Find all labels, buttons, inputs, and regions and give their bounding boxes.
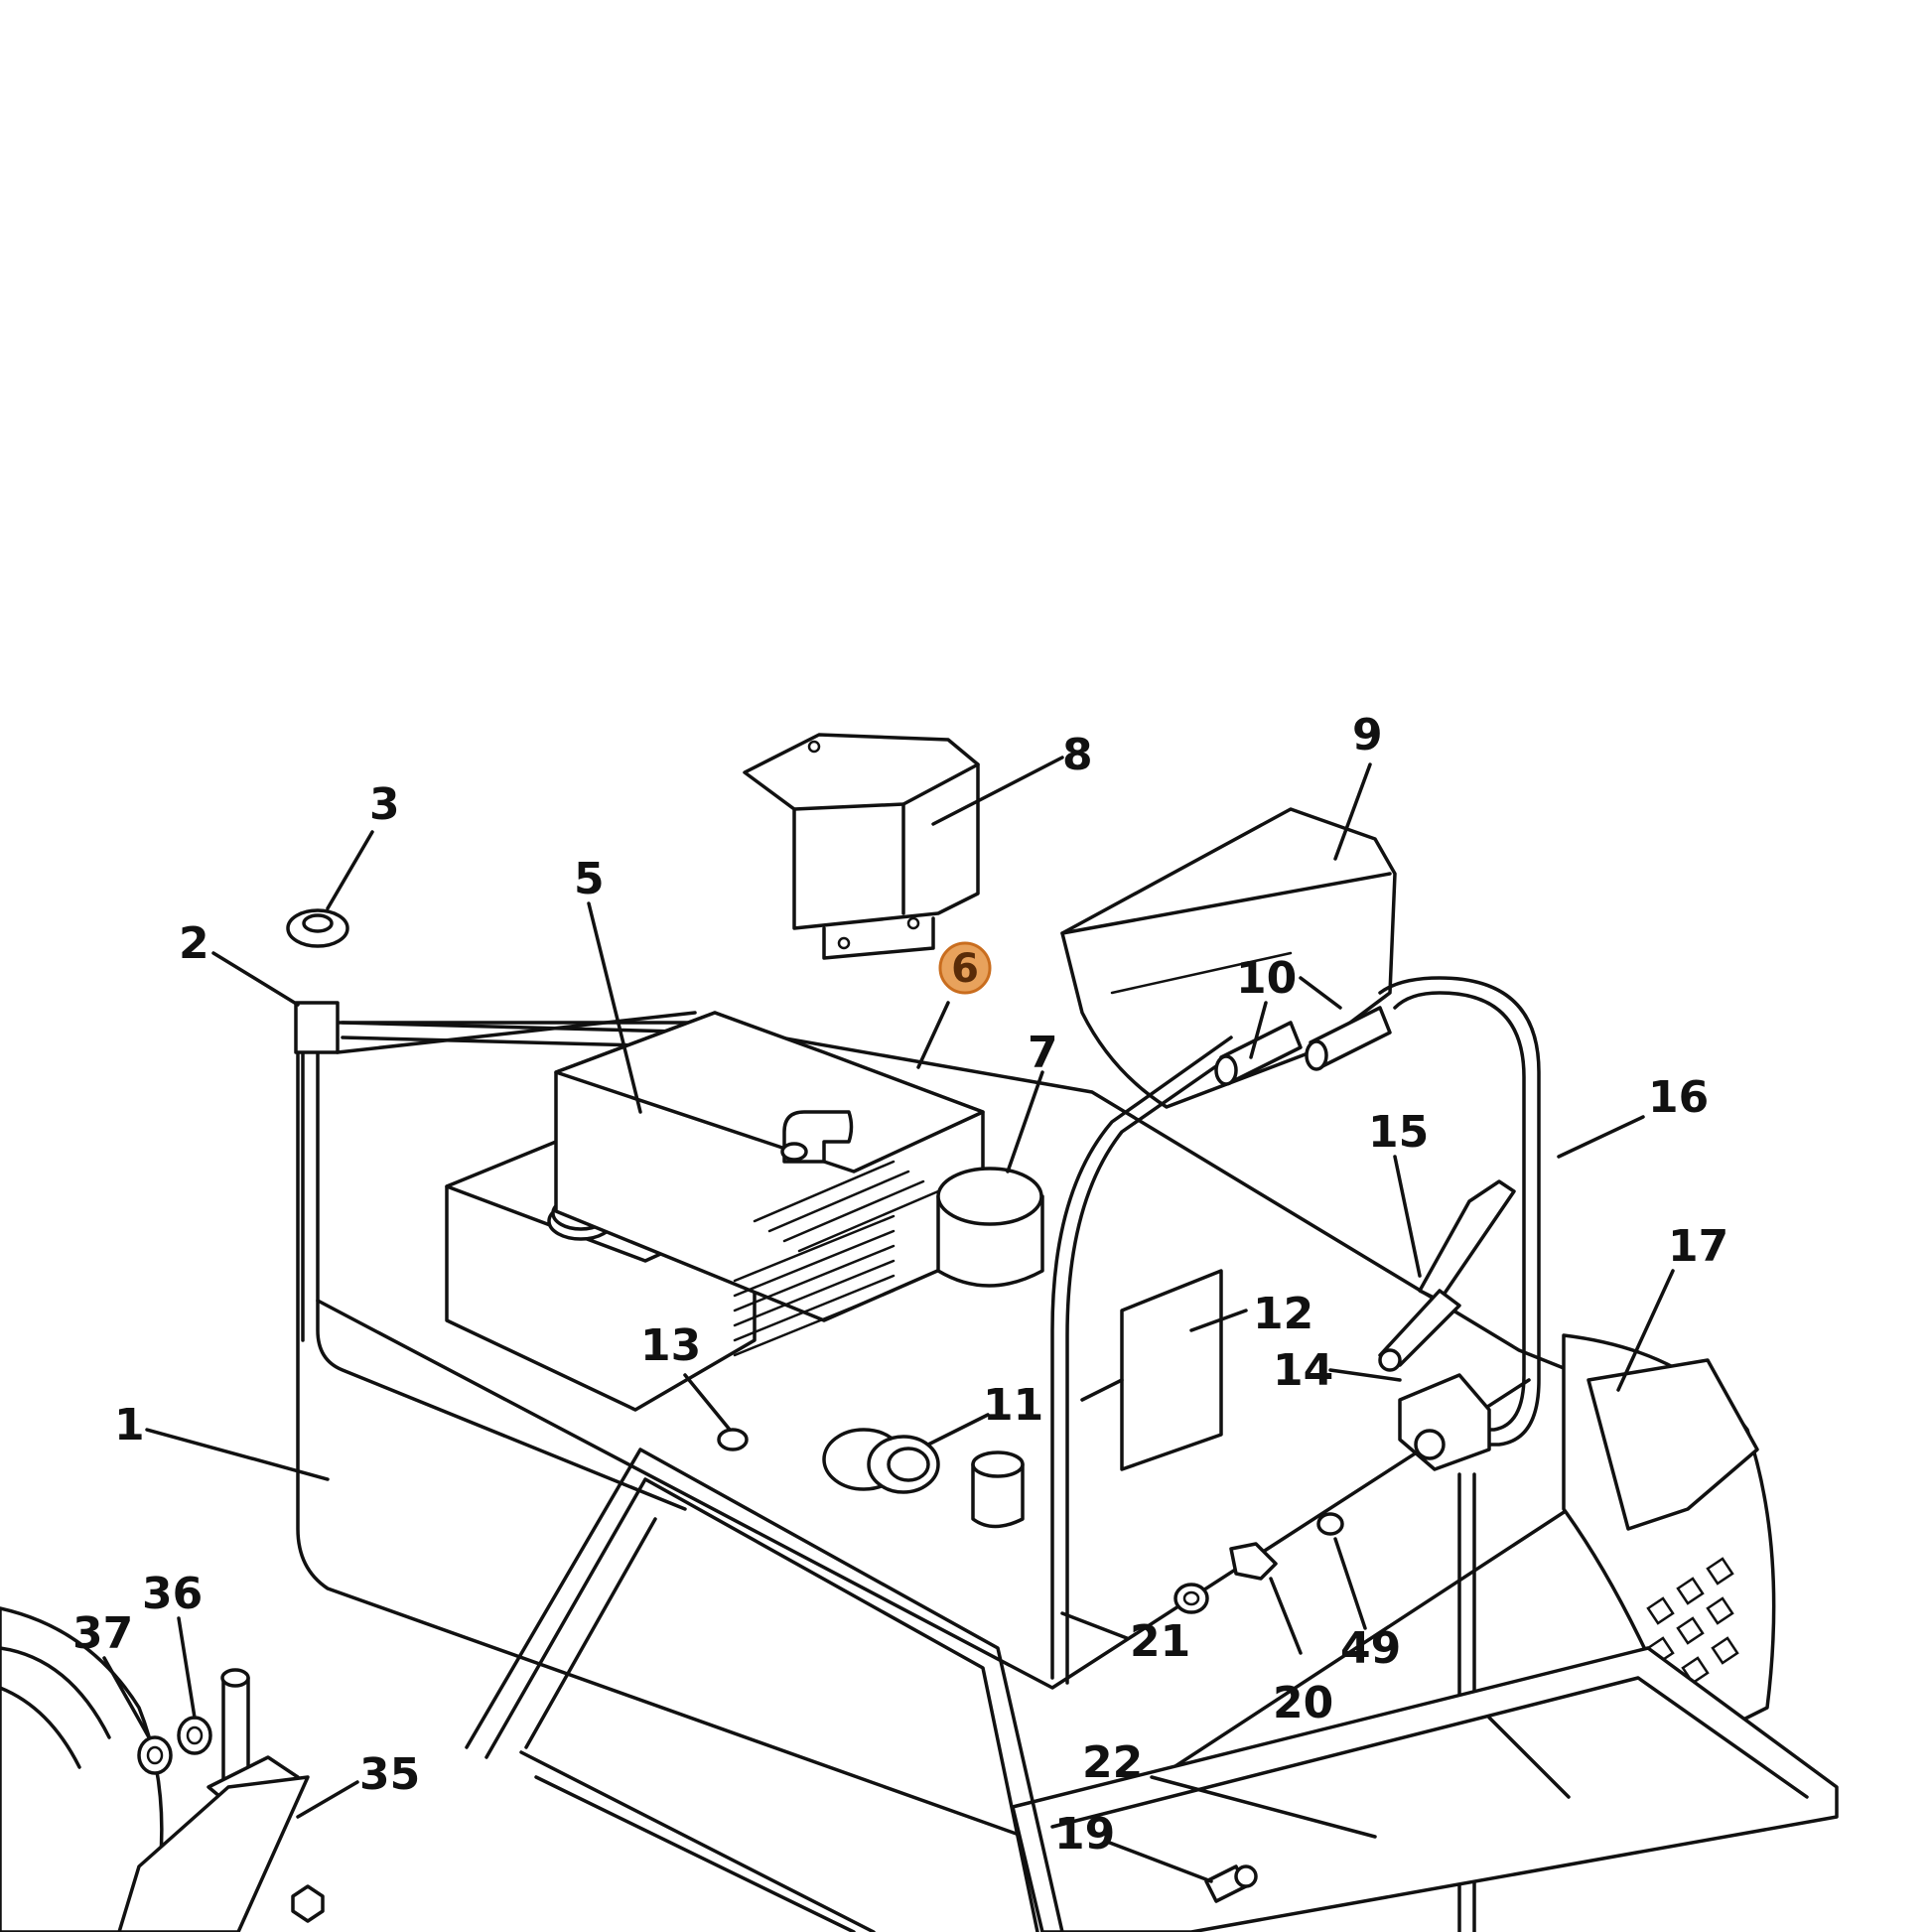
cover-part-8 <box>743 733 980 960</box>
leader-20 <box>1269 1577 1303 1655</box>
callout-15[interactable]: 15 <box>1368 1107 1429 1158</box>
callout-21[interactable]: 21 <box>1130 1616 1190 1667</box>
leader-1 <box>145 1428 330 1481</box>
leader-8 <box>931 756 1064 826</box>
callout-14[interactable]: 14 <box>1273 1345 1333 1396</box>
bolt-part-19 <box>1204 1864 1258 1903</box>
leader-21 <box>1060 1611 1129 1640</box>
callout-6-highlighted[interactable]: 6 <box>938 941 992 995</box>
hood-part-9 <box>1060 807 1397 1109</box>
leader-15 <box>1393 1155 1422 1278</box>
bolt-part-13 <box>717 1428 749 1451</box>
clip-part-49 <box>1316 1512 1344 1536</box>
callout-22[interactable]: 22 <box>1082 1737 1143 1788</box>
callout-19[interactable]: 19 <box>1054 1809 1115 1860</box>
leader-19 <box>1105 1840 1213 1883</box>
leader-11 <box>926 1413 990 1447</box>
leader-14 <box>1328 1368 1402 1382</box>
leader-35 <box>296 1780 359 1819</box>
leader-36 <box>177 1616 197 1720</box>
nut-part-20 <box>1229 1542 1278 1581</box>
handlebar-part-16 <box>1050 976 1541 1685</box>
leader-6 <box>916 1001 950 1069</box>
leader-22 <box>1150 1775 1377 1839</box>
callout-16[interactable]: 16 <box>1648 1072 1709 1123</box>
leader-7 <box>1006 1070 1044 1173</box>
callout-13[interactable]: 13 <box>640 1320 701 1371</box>
leader-10b <box>1299 976 1342 1010</box>
callout-labels: 1 2 3 5 6 7 8 9 10 11 12 13 14 15 16 17 … <box>72 710 1728 1860</box>
leader-5 <box>587 901 642 1114</box>
pulley-part-11 <box>822 1428 1025 1529</box>
leader-17 <box>1616 1269 1675 1392</box>
callout-2[interactable]: 2 <box>179 918 209 969</box>
rear-wheel-part-17 <box>1562 1333 1776 1749</box>
callout-11[interactable]: 11 <box>983 1380 1043 1431</box>
callout-20[interactable]: 20 <box>1273 1678 1333 1728</box>
callout-5[interactable]: 5 <box>574 854 605 904</box>
leader-10a <box>1249 1001 1268 1059</box>
leader-13 <box>683 1373 732 1432</box>
callout-3[interactable]: 3 <box>369 779 400 830</box>
axle-pin-part-35 <box>117 1668 325 1932</box>
leader-16 <box>1557 1115 1645 1159</box>
deck-frame-part-22 <box>1011 1646 1839 1932</box>
spacer-part-37 <box>137 1735 173 1775</box>
leader-2 <box>211 951 300 1007</box>
callout-9[interactable]: 9 <box>1352 710 1383 760</box>
callout-37[interactable]: 37 <box>72 1608 133 1659</box>
callout-6[interactable]: 6 <box>951 946 979 992</box>
washer-nut <box>1173 1583 1209 1614</box>
leader-lines <box>102 756 1675 1883</box>
callout-10[interactable]: 10 <box>1236 953 1297 1004</box>
leader-49 <box>1333 1537 1367 1630</box>
spacer-part-36 <box>177 1716 212 1755</box>
leader-12 <box>1189 1309 1248 1332</box>
callout-36[interactable]: 36 <box>142 1569 203 1619</box>
callout-49[interactable]: 49 <box>1340 1623 1401 1674</box>
leader-9 <box>1333 762 1372 861</box>
front-a-frame <box>465 1448 1064 1932</box>
callout-35[interactable]: 35 <box>359 1749 420 1800</box>
callout-12[interactable]: 12 <box>1253 1289 1313 1339</box>
plate-part-12 <box>1080 1269 1223 1471</box>
washer-part-3 <box>286 908 349 948</box>
leader-3 <box>326 830 374 910</box>
callout-8[interactable]: 8 <box>1062 730 1093 780</box>
air-filter-part-7 <box>936 1167 1044 1288</box>
callout-7[interactable]: 7 <box>1028 1028 1058 1078</box>
callout-17[interactable]: 17 <box>1668 1221 1728 1272</box>
engine-block <box>554 1011 985 1357</box>
callout-1[interactable]: 1 <box>114 1400 145 1450</box>
control-lever-part-15 <box>1378 1179 1516 1932</box>
leader-37 <box>102 1656 151 1739</box>
